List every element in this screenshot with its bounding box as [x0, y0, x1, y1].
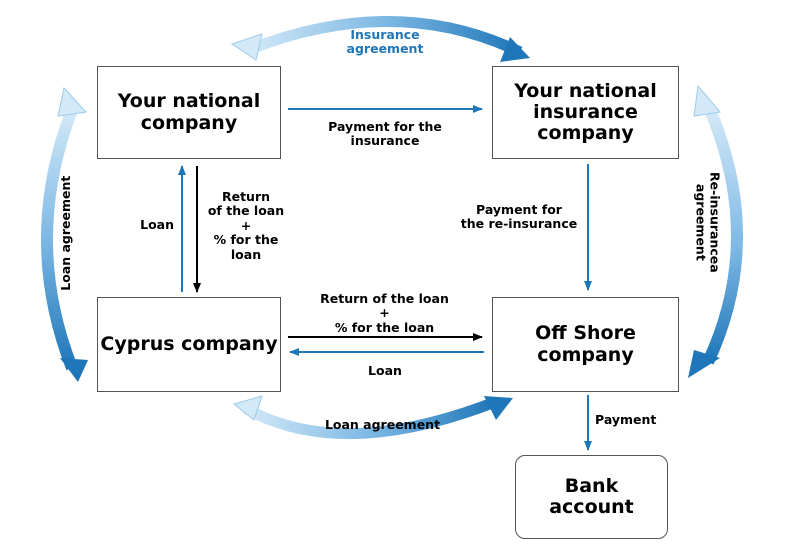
payment-label: Payment — [595, 412, 657, 427]
loan-agreement-left-curved-arrow — [41, 86, 88, 382]
reinsurance-agreement-label: Re-insurancea agreement — [693, 172, 723, 273]
bank-account-box: Bank account — [515, 455, 668, 539]
reinsurance-agreement-right-curved-arrow — [688, 84, 743, 378]
national-company-box: Your national company — [97, 66, 281, 159]
loan-left-label: Loan — [140, 217, 174, 232]
insurance-company-box: Your national insurance company — [492, 66, 679, 159]
cyprus-company-box: Cyprus company — [97, 297, 281, 392]
loan-agreement-left-label: Loan agreement — [57, 175, 73, 291]
loan-agreement-bottom-curved-arrow — [232, 395, 513, 440]
insurance-agreement-label: Insurance agreement — [346, 27, 424, 57]
return-loan-middle-label: Return of the loan + % for the loan — [320, 291, 449, 335]
insurance-agreement-curved-arrow — [230, 16, 530, 62]
offshore-company-box: Off Shore company — [492, 297, 679, 392]
return-loan-left-label: Return of the loan + % for the loan — [207, 189, 285, 262]
payment-reinsurance-label: Payment for the re-insurance — [460, 202, 578, 232]
loan-agreement-bottom-label: Loan agreement — [324, 417, 441, 432]
payment-insurance-label: Payment for the insurance — [328, 119, 442, 149]
loan-middle-label: Loan — [368, 363, 402, 378]
